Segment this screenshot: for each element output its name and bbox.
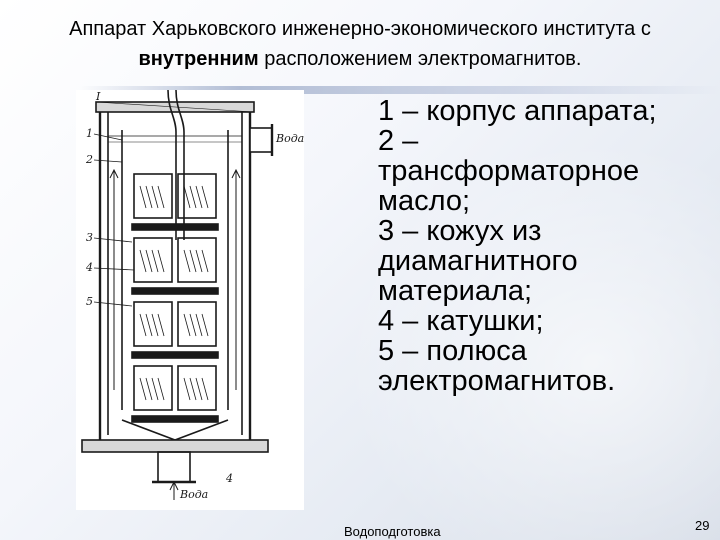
- coil-windings: [139, 185, 209, 401]
- pole-shoes: [131, 223, 219, 423]
- inlet-tube-right: [175, 89, 185, 240]
- legend-line: 3 – кожух из: [378, 215, 542, 247]
- apparatus-diagram: 1 2 3 4 5 I 4 Вода Вода: [76, 89, 304, 510]
- legend-line: 1 – корпус аппарата;: [378, 95, 657, 127]
- callout-leaders: [93, 133, 135, 307]
- top-callout: I: [95, 90, 101, 103]
- title-divider: [80, 86, 720, 94]
- bottom-flange: [81, 439, 269, 453]
- legend-line: 2 –: [378, 125, 419, 157]
- callout-2: 2: [85, 153, 93, 166]
- footer-text: Водоподготовка: [344, 524, 441, 539]
- flow-arrows: [109, 168, 241, 500]
- callout-4: 4: [85, 261, 93, 274]
- coil: [133, 173, 173, 219]
- title-line-2: внутренним расположением электромагнитов…: [0, 44, 720, 74]
- title-line-1: Аппарат Харьковского инженерно-экономиче…: [69, 18, 651, 40]
- bottom-callout: 4: [225, 472, 233, 485]
- water-outlet-label: Вода: [275, 132, 304, 145]
- legend-line: трансформаторное: [378, 155, 640, 187]
- outlet-pipe: [249, 127, 273, 153]
- electromagnet-stack: [133, 173, 217, 411]
- apparatus-drawing: 1 2 3 4 5 I 4 Вода Вода: [81, 89, 304, 501]
- title-bold-word: внутренним: [138, 48, 259, 70]
- slide-title: Аппарат Харьковского инженерно-экономиче…: [0, 14, 720, 74]
- callout-3: 3: [86, 231, 93, 244]
- legend-line: масло;: [378, 185, 470, 217]
- legend-line: 4 – катушки;: [378, 305, 544, 337]
- page-number: 29: [695, 518, 710, 533]
- legend-line: диамагнитного: [378, 245, 578, 277]
- water-inlet-label: Вода: [179, 488, 208, 501]
- inlet-tube-left: [167, 89, 177, 240]
- title-line-2-rest: расположением электромагнитов.: [258, 48, 582, 70]
- callout-5: 5: [86, 295, 93, 308]
- legend-line: электромагнитов.: [378, 365, 616, 397]
- legend-line: материала;: [378, 275, 533, 307]
- callout-1: 1: [86, 127, 93, 140]
- bottom-inlet: [157, 451, 191, 483]
- legend-line: 5 – полюса: [378, 335, 527, 367]
- bottom-cone: [121, 419, 229, 441]
- legend-list: 1 – корпус аппарата; 2 – трансформаторно…: [378, 96, 708, 396]
